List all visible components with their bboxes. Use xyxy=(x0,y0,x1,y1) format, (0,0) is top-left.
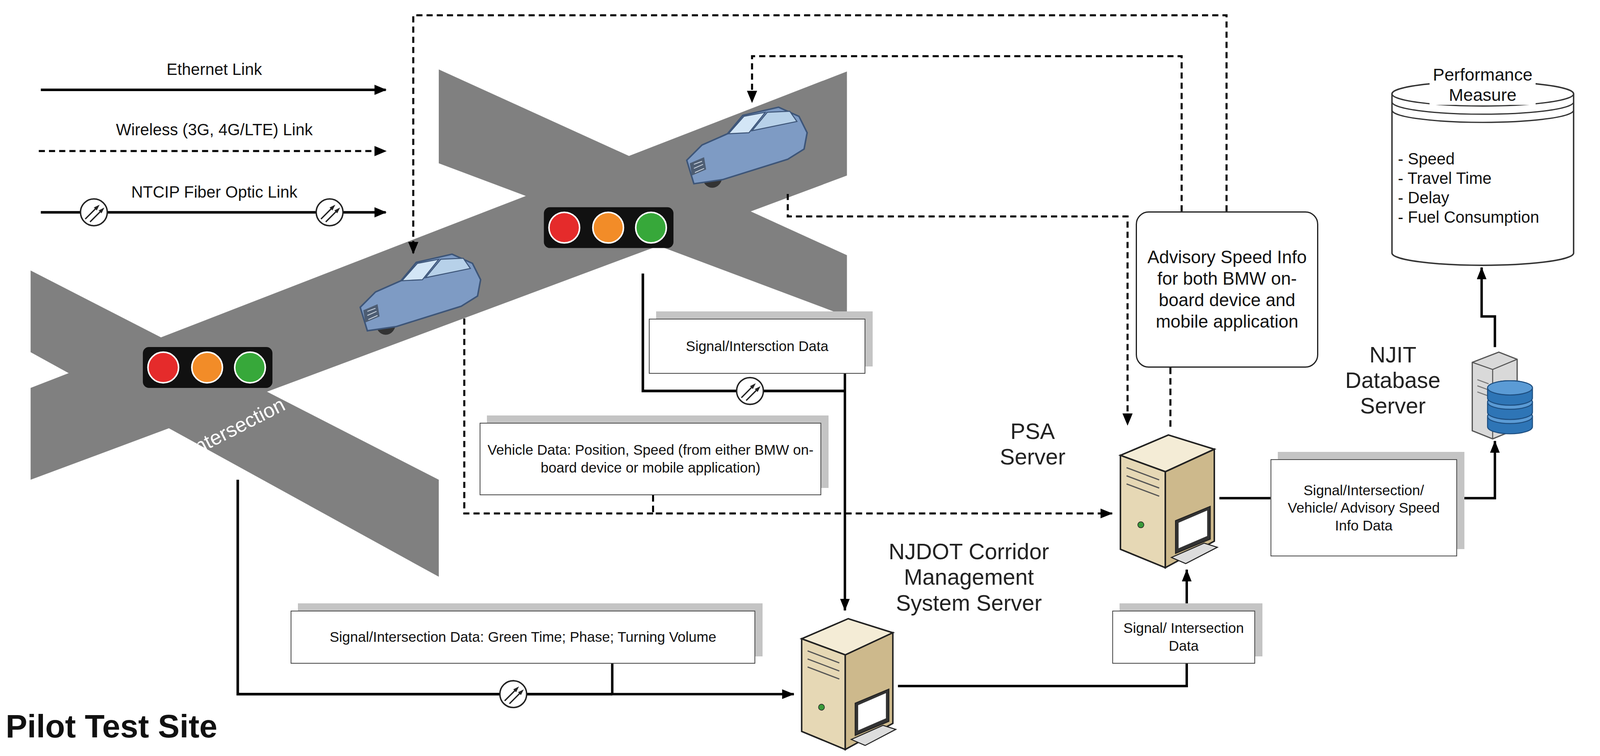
server-label: PSA Server xyxy=(981,418,1084,470)
data-box: Signal/Intersection Data: Green Time; Ph… xyxy=(290,610,755,664)
box-label: Signal/Intersection Data: Green Time; Ph… xyxy=(329,627,717,646)
measure-item: - Delay xyxy=(1398,187,1450,208)
wired-link xyxy=(1481,267,1496,348)
box-label: Vehicle Data: Position, Speed (from eith… xyxy=(486,440,816,477)
wired-link xyxy=(898,663,1187,686)
server-node: PSA Server xyxy=(981,418,1220,570)
wired-link xyxy=(1219,496,1271,500)
car xyxy=(360,254,481,335)
data-box: Signal/ Intersection Data xyxy=(1112,610,1256,664)
box-label: Signal/Intersection/ Vehicle/ Advisory S… xyxy=(1277,481,1451,535)
road-label: Intersection xyxy=(184,392,289,461)
server-icon xyxy=(1453,346,1538,441)
server-label: NJIT Database Server xyxy=(1338,342,1448,419)
server-icon xyxy=(793,610,898,752)
car xyxy=(686,107,808,188)
measure-item: - Fuel Consumption xyxy=(1398,207,1540,227)
wireless-link xyxy=(1169,367,1172,427)
fiber-symbol xyxy=(80,198,108,226)
server-node: NJIT Database Server xyxy=(1338,342,1539,442)
legend-label: Ethernet Link xyxy=(40,60,388,79)
legend-label: Wireless (3G, 4G/LTE) Link xyxy=(40,120,388,139)
measure-item: - Speed xyxy=(1398,148,1455,169)
wired-link xyxy=(1185,569,1188,611)
fiber-symbol xyxy=(499,680,527,708)
box-label: Signal/ Intersection Data xyxy=(1118,618,1249,655)
link-lines xyxy=(237,15,1227,694)
server-label: NJDOT Corridor Management System Server xyxy=(879,538,1059,616)
wired-link xyxy=(612,663,795,695)
data-box: Vehicle Data: Position, Speed (from eith… xyxy=(479,422,822,496)
traffic-light xyxy=(142,346,273,388)
fiber-symbol xyxy=(316,198,343,226)
advisory-box: Advisory Speed Info for both BMW on-boar… xyxy=(1135,211,1319,368)
wireless-link xyxy=(652,495,1112,514)
wired-link xyxy=(843,373,846,611)
data-box: Signal/Intersction Data xyxy=(648,318,865,374)
measure-item: - Travel Time xyxy=(1398,168,1492,188)
cylinder-heading: Performance Measure xyxy=(1429,64,1536,105)
data-box: Signal/Intersection/ Vehicle/ Advisory S… xyxy=(1270,458,1458,556)
legend-label: NTCIP Fiber Optic Link xyxy=(40,182,388,201)
traffic-light xyxy=(543,207,674,249)
server-node: NJDOT Corridor Management System Server xyxy=(793,538,1059,751)
database-cylinder: Performance Measure- Speed- Travel Time-… xyxy=(1389,63,1576,268)
box-label: Advisory Speed Info for both BMW on-boar… xyxy=(1141,246,1313,332)
wired-link xyxy=(1457,440,1495,498)
page-title: Pilot Test Site xyxy=(5,707,218,745)
box-label: Signal/Intersction Data xyxy=(686,337,829,355)
server-icon xyxy=(1112,426,1220,570)
fiber-symbol xyxy=(736,377,764,404)
